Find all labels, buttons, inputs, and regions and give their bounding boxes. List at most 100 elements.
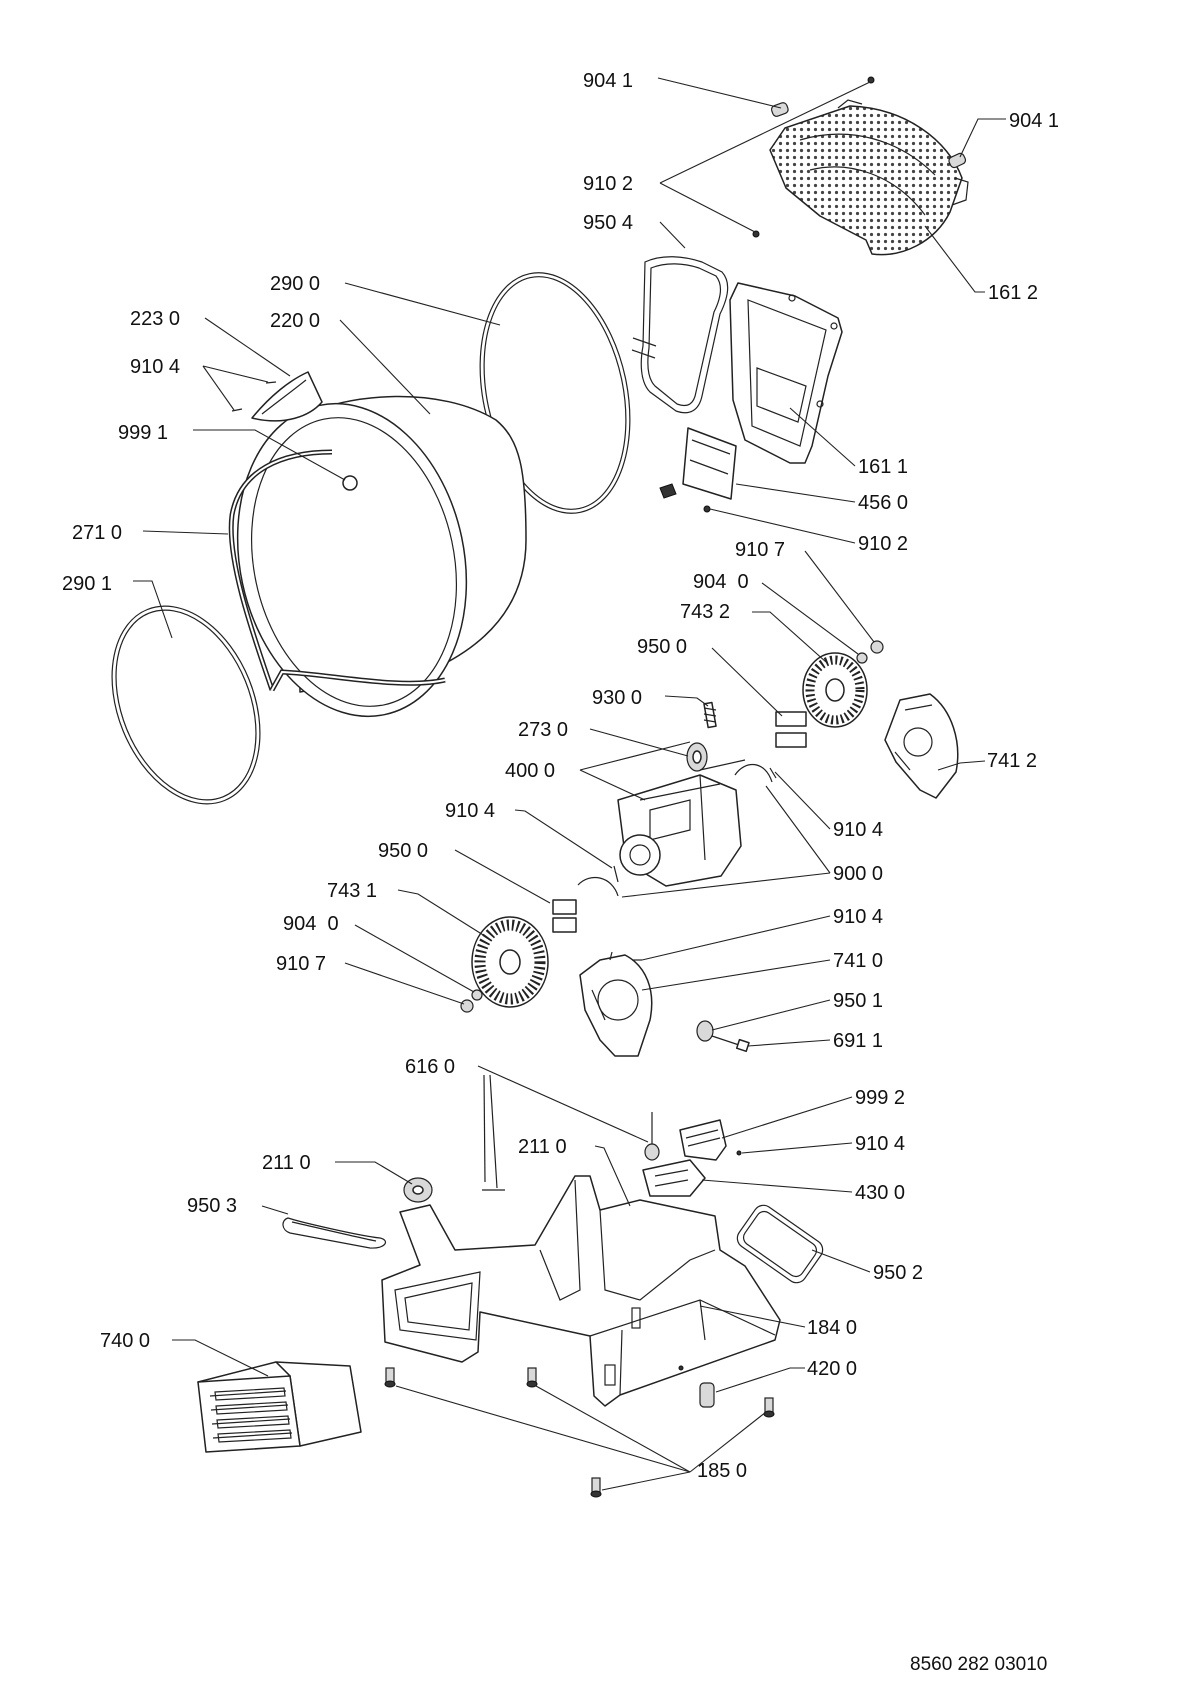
part-base-frame <box>381 1175 781 1407</box>
leader-line <box>959 118 1006 158</box>
leader-line <box>752 611 827 663</box>
callout-label: 220 0 <box>270 310 320 332</box>
callout-label: 290 1 <box>62 573 112 595</box>
leader-line <box>594 1145 631 1207</box>
leader-line <box>735 483 856 503</box>
leader-line <box>335 1161 413 1185</box>
callout-label: 950 3 <box>187 1195 237 1217</box>
part-motor-clips <box>577 764 773 897</box>
part-gasket-rear <box>631 256 729 414</box>
leader-line <box>937 760 986 771</box>
leader-line <box>811 1249 871 1273</box>
leader-line <box>641 959 831 991</box>
leader-line <box>133 580 173 639</box>
part-drum-lifter <box>251 371 323 422</box>
document-code: 8560 282 03010 <box>910 1654 1047 1675</box>
callout-label: 211 0 <box>262 1152 311 1174</box>
callout-label: 743 1 <box>327 880 377 902</box>
callout-label: 400 0 <box>505 760 555 782</box>
callout-label: 273 0 <box>518 719 568 741</box>
leader-line <box>689 1411 767 1473</box>
leader-line <box>202 365 235 411</box>
leader-line <box>659 182 756 233</box>
callout-label: 910 7 <box>276 953 326 975</box>
callout-label: 691 1 <box>833 1030 883 1052</box>
leader-line <box>261 1205 289 1215</box>
leader-line <box>659 221 686 249</box>
callout-label: 999 2 <box>855 1087 905 1109</box>
callout-label: 904 1 <box>1009 110 1059 132</box>
leader-line <box>344 282 501 326</box>
leader-line <box>774 771 831 830</box>
part-nut-front <box>460 989 483 1013</box>
part-fan-rear <box>802 652 868 728</box>
leader-line <box>924 225 985 293</box>
callout-label: 910 4 <box>855 1133 905 1155</box>
part-nut-rear <box>856 640 884 664</box>
part-drum-seal-front <box>111 605 261 805</box>
leader-line <box>204 317 291 377</box>
leader-line <box>747 1039 831 1047</box>
callout-label: 223 0 <box>130 308 180 330</box>
leader-line <box>601 1471 691 1491</box>
part-drum-lifter-hole <box>342 475 358 491</box>
callout-label: 271 0 <box>72 522 122 544</box>
callout-label: 900 0 <box>833 863 883 885</box>
leader-line <box>142 530 229 535</box>
leader-line <box>699 1305 806 1328</box>
part-foot-420 <box>699 1382 715 1408</box>
callout-label: 910 4 <box>833 906 883 928</box>
part-motor <box>617 759 746 887</box>
callout-label: 904 1 <box>583 70 633 92</box>
part-screw-top <box>867 76 875 84</box>
leader-line <box>579 769 646 801</box>
part-condenser-box <box>197 1361 362 1453</box>
part-feet-185 <box>384 1367 775 1498</box>
leader-line <box>789 407 856 467</box>
part-control-board <box>642 1159 706 1197</box>
leader-line <box>395 1385 691 1473</box>
part-lifter-screws <box>231 381 277 412</box>
callout-label: 930 0 <box>592 687 642 709</box>
callout-label: 161 1 <box>858 456 908 478</box>
callout-label: 950 0 <box>378 840 428 862</box>
leader-line <box>344 962 465 1005</box>
part-bushing-right <box>948 152 967 169</box>
part-bushing-top <box>770 102 789 117</box>
part-fan-front <box>471 916 549 1008</box>
leader-line <box>765 785 831 874</box>
part-screw-low <box>703 505 711 513</box>
leader-line <box>659 81 871 184</box>
part-drum-seal-rear <box>479 272 631 514</box>
leader-line <box>397 889 489 939</box>
screw-foot-1 <box>384 1367 396 1388</box>
part-seal-ring <box>696 1020 714 1042</box>
part-seal-loop <box>282 1217 387 1249</box>
callout-labels: 904 1 904 1 910 2 950 4 290 0 161 2 223 … <box>62 70 1059 1482</box>
part-rear-panel <box>729 282 843 464</box>
leader-line <box>514 809 613 869</box>
callout-label: 741 2 <box>987 750 1037 772</box>
callout-label: 290 0 <box>270 273 320 295</box>
leader-line <box>701 1179 853 1193</box>
leader-line <box>339 319 431 415</box>
leader-line <box>193 429 346 481</box>
callout-label: 430 0 <box>855 1182 905 1204</box>
callout-label: 904 0 <box>283 913 339 935</box>
screw-foot-2 <box>526 1367 538 1388</box>
part-drive-belt <box>228 449 446 692</box>
screw-foot-4 <box>763 1397 775 1418</box>
callout-label: 420 0 <box>807 1358 857 1380</box>
part-clip-screws <box>613 767 777 883</box>
part-fan-housing-front <box>579 951 653 1057</box>
leader-line <box>741 1142 853 1154</box>
part-gasket-950-2 <box>736 1204 824 1284</box>
part-rear-filter-cover <box>769 99 969 256</box>
callout-label: 910 4 <box>130 356 180 378</box>
leader-line <box>621 872 831 898</box>
part-fan-housing-rear <box>884 693 959 799</box>
callout-label: 910 7 <box>735 539 785 561</box>
callout-label: 904 0 <box>693 571 749 593</box>
callout-label: 456 0 <box>858 492 908 514</box>
